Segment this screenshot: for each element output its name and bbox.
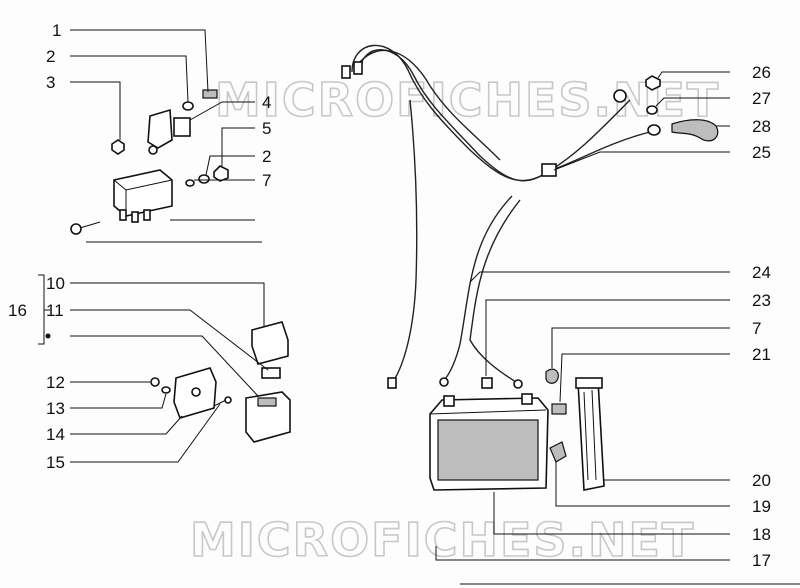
fuse-block (245, 391, 291, 443)
callout-labels: 1 2 3 4 5 2 7 10 11 12 13 14 15 16 26 27… (8, 21, 771, 570)
nut-12 (150, 377, 160, 387)
callout-5: 5 (262, 119, 271, 138)
clamp-7 (545, 368, 559, 384)
callout-4: 4 (262, 93, 271, 112)
callout-23: 23 (752, 291, 771, 310)
washer-2-mid (198, 174, 210, 184)
callout-16: 16 (8, 301, 27, 320)
callout-7-left: 7 (262, 171, 271, 190)
nut-5 (213, 165, 229, 182)
fuse-cover (251, 321, 289, 365)
terminal-boot-28 (671, 119, 719, 142)
relay-bracket (147, 108, 191, 155)
callout-21: 21 (752, 345, 771, 364)
watermark-bottom: MICROFICHES.NET (190, 513, 695, 567)
fuse-holder-11 (261, 367, 281, 379)
vent-19 (549, 441, 567, 463)
strap-20 (575, 377, 605, 491)
washer-27 (646, 105, 658, 115)
callout-15: 15 (46, 453, 65, 472)
callout-19: 19 (752, 497, 771, 516)
callout-10: 10 (46, 274, 65, 293)
callout-2-mid: 2 (262, 147, 271, 166)
bolt-1 (202, 89, 218, 99)
callout-25: 25 (752, 143, 771, 162)
wiring-harness (341, 44, 661, 389)
washer-2-top (182, 101, 194, 111)
pad-21 (551, 403, 567, 415)
relay-unit (113, 169, 173, 223)
callout-11: 11 (46, 301, 64, 320)
callout-20: 20 (752, 471, 771, 490)
callout-17: 17 (752, 551, 771, 570)
callout-1: 1 (52, 21, 61, 40)
callout-12: 12 (46, 373, 65, 392)
callout-7-right: 7 (752, 319, 761, 338)
callout-28: 28 (752, 117, 771, 136)
callout-14: 14 (46, 425, 65, 444)
callout-27: 27 (752, 89, 771, 108)
bracket-14 (173, 367, 217, 419)
battery (429, 393, 549, 491)
callout-13: 13 (46, 399, 65, 418)
screw-relay (70, 221, 101, 235)
callout-18: 18 (752, 525, 771, 544)
washer-13 (161, 386, 171, 394)
leader-lines (38, 29, 730, 561)
bullet-dot (45, 333, 51, 339)
callout-24: 24 (752, 263, 771, 282)
watermark-top: MICROFICHES.NET (215, 73, 720, 127)
nut-26 (645, 75, 661, 91)
callout-2-top: 2 (46, 47, 55, 66)
washer-7-mid (185, 179, 195, 187)
callout-26: 26 (752, 63, 771, 82)
screw-15 (213, 396, 232, 407)
nut-3 (111, 139, 125, 155)
callout-3: 3 (46, 73, 55, 92)
